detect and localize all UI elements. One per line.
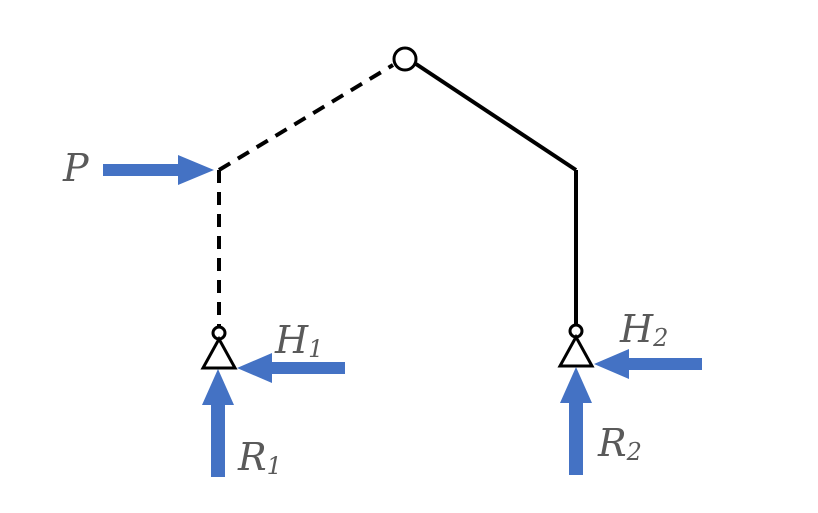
reaction-h1-arrow: [237, 353, 345, 383]
force-arrows: [103, 155, 702, 477]
right-member-solid: [414, 62, 578, 325]
label-r2: R2: [597, 421, 642, 466]
label-r2-sub: 2: [626, 438, 642, 466]
left-pin-support: [200, 325, 238, 370]
reaction-h2-arrow: [594, 349, 702, 379]
left-rafter-dashed: [217, 63, 395, 172]
right-pin-support: [557, 323, 595, 368]
label-h1-main: H: [274, 318, 309, 362]
right-rafter: [414, 62, 578, 172]
label-h1-sub: 1: [308, 335, 323, 363]
label-r1: R1: [237, 435, 282, 480]
label-p: P: [62, 146, 90, 190]
reaction-r2-arrow: [560, 367, 592, 475]
label-r1-sub: 1: [267, 452, 282, 480]
label-r2-main: R: [597, 421, 627, 465]
label-h1: H1: [274, 318, 323, 363]
label-r1-main: R: [237, 435, 267, 479]
right-support-triangle: [557, 333, 595, 368]
left-support-triangle: [200, 335, 238, 370]
label-h2: H2: [619, 307, 668, 352]
reaction-r1-arrow: [202, 369, 234, 477]
label-h2-main: H: [619, 307, 654, 351]
crown-hinge: [392, 46, 418, 72]
load-p-arrow: [103, 155, 214, 185]
left-member-dashed: [217, 63, 395, 326]
label-h2-sub: 2: [652, 324, 668, 352]
